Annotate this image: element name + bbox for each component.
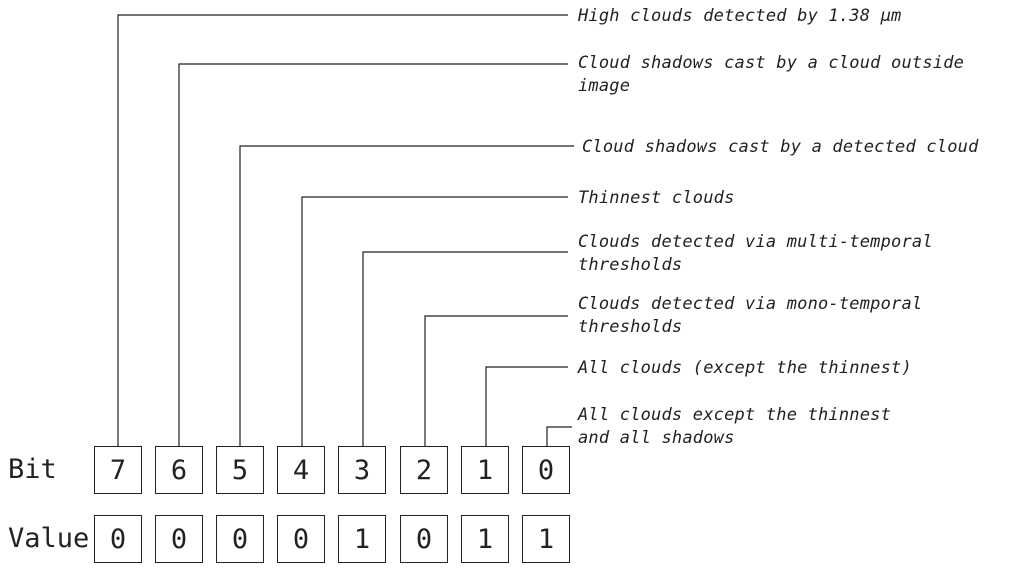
value-box-1: 1 [461, 515, 509, 563]
bit-box-4: 4 [277, 446, 325, 494]
value-box-0: 1 [522, 515, 570, 563]
value-box-4: 0 [277, 515, 325, 563]
bit-box-3: 3 [338, 446, 386, 494]
bit-box-1: 1 [461, 446, 509, 494]
bit-row-label: Bit [8, 454, 57, 485]
value-row-label: Value [8, 523, 90, 554]
description-bit-6: Cloud shadows cast by a cloud outside im… [578, 53, 965, 96]
leader-line-bit-3 [362, 251, 568, 446]
description-bit-1: All clouds (except the thinnest) [578, 358, 912, 378]
bit-box-0: 0 [522, 446, 570, 494]
bit-box-6: 6 [155, 446, 203, 494]
leader-line-bit-0 [546, 426, 572, 446]
leader-line-bit-4 [301, 196, 568, 446]
bit-box-2: 2 [400, 446, 448, 494]
description-bit-0: All clouds except the thinnest and all s… [578, 405, 892, 448]
value-box-5: 0 [216, 515, 264, 563]
leader-line-bit-7 [117, 14, 568, 446]
bit-box-5: 5 [216, 446, 264, 494]
leader-line-bit-6 [178, 63, 568, 446]
value-box-3: 1 [338, 515, 386, 563]
description-bit-7: High clouds detected by 1.38 µm [578, 6, 902, 26]
bit-box-7: 7 [94, 446, 142, 494]
value-box-6: 0 [155, 515, 203, 563]
description-bit-5: Cloud shadows cast by a detected cloud [582, 137, 979, 157]
description-bit-4: Thinnest clouds [578, 188, 735, 208]
leader-line-bit-5 [239, 145, 574, 446]
leader-line-bit-2 [424, 315, 568, 446]
value-box-2: 0 [400, 515, 448, 563]
value-box-7: 0 [94, 515, 142, 563]
description-bit-3: Clouds detected via multi-temporal thres… [578, 232, 933, 275]
leader-line-bit-1 [485, 366, 568, 446]
description-bit-2: Clouds detected via mono-temporal thresh… [578, 294, 923, 337]
